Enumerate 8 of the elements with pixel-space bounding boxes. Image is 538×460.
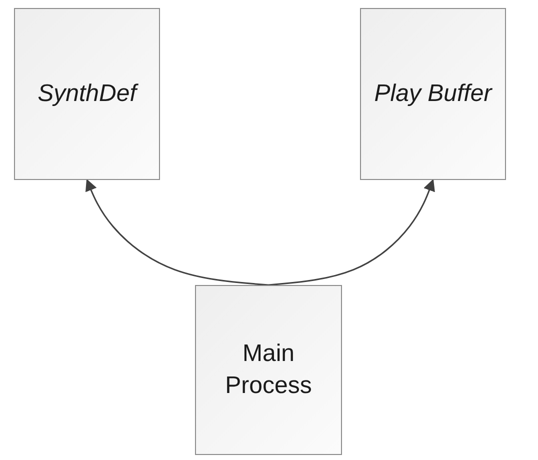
process-box	[14, 8, 160, 180]
arrow	[268, 178, 435, 286]
process-box	[360, 8, 506, 180]
arrow	[85, 178, 269, 286]
box-label: SynthDef	[36, 78, 140, 109]
box-label: Main Process	[224, 338, 313, 401]
box-label: Play Buffer	[373, 78, 494, 109]
process-box	[195, 285, 342, 455]
